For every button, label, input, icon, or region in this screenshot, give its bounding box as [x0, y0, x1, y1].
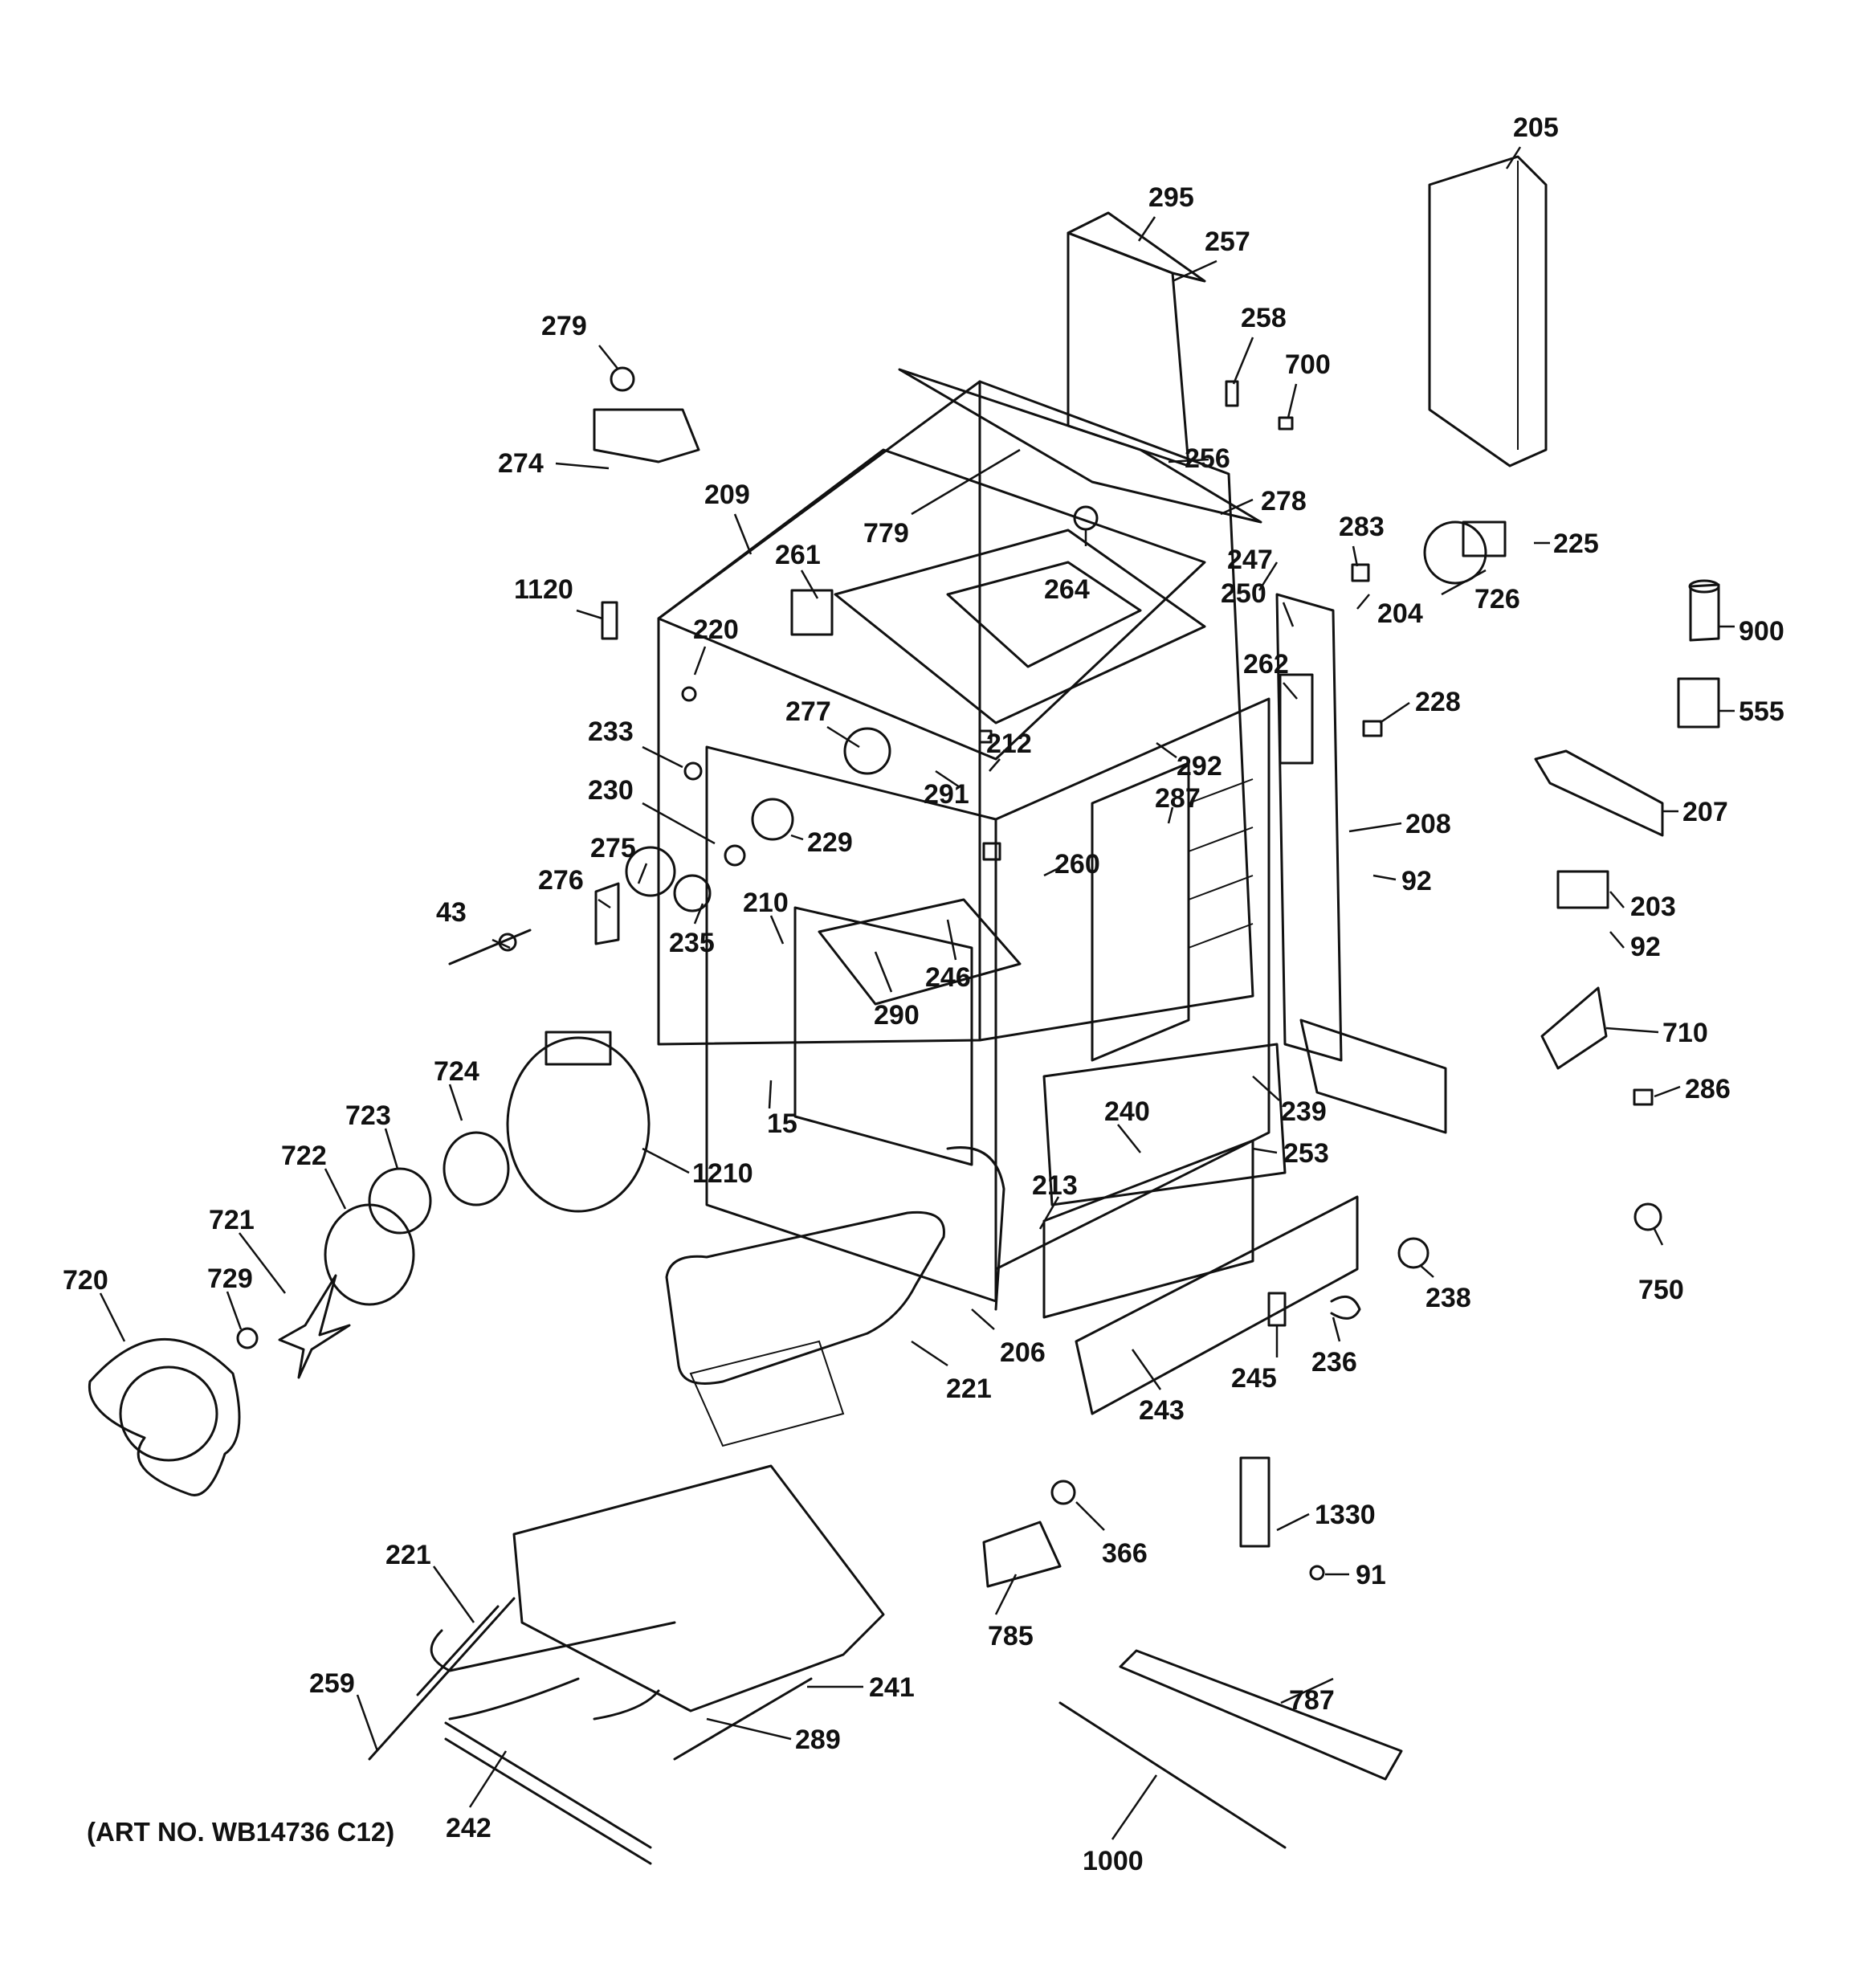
part-label: 233	[588, 716, 634, 747]
left-parts	[88, 366, 1001, 1496]
part-label: 241	[869, 1672, 915, 1703]
part-label: 295	[1148, 182, 1194, 213]
part-label: 92	[1630, 932, 1661, 962]
part-label: 262	[1243, 649, 1289, 680]
part-label: 279	[541, 311, 587, 341]
part-label: 700	[1285, 349, 1331, 380]
part-label: 229	[807, 827, 853, 858]
part-label: 210	[743, 888, 789, 918]
oven-cabinet	[657, 380, 1447, 1415]
part-label: 724	[434, 1056, 479, 1087]
part-label: 723	[345, 1100, 391, 1131]
part-label: 221	[385, 1540, 431, 1570]
part-label: 242	[446, 1813, 491, 1843]
part-label: 209	[704, 480, 750, 510]
part-label: 1000	[1083, 1846, 1144, 1876]
part-label: 787	[1289, 1685, 1335, 1716]
part-label: 366	[1102, 1538, 1148, 1569]
part-label: 276	[538, 865, 584, 896]
part-label: 261	[775, 540, 821, 570]
part-label: 43	[436, 897, 467, 928]
part-label: 275	[590, 833, 636, 863]
part-label: 250	[1221, 578, 1266, 609]
part-label: 243	[1139, 1395, 1185, 1426]
part-label: 290	[874, 1000, 920, 1031]
part-label: 256	[1185, 443, 1230, 474]
vent-duct	[898, 211, 1262, 531]
part-label: 278	[1261, 486, 1307, 516]
part-label: 204	[1377, 598, 1423, 629]
part-label: 1210	[692, 1158, 753, 1189]
part-label: 15	[767, 1108, 797, 1139]
part-labels: 205 295 257 258 700 279 274 256 278 209 …	[63, 112, 1784, 1876]
part-label: 220	[693, 614, 739, 645]
part-label: 260	[1054, 849, 1100, 880]
part-label: 726	[1474, 584, 1520, 614]
part-label: 230	[588, 775, 634, 806]
part-label: 1120	[514, 574, 573, 605]
part-label: 720	[63, 1265, 108, 1296]
part-label: 286	[1685, 1074, 1731, 1104]
part-label: 238	[1425, 1283, 1471, 1313]
part-label: 292	[1177, 751, 1222, 782]
part-label: 91	[1356, 1560, 1386, 1590]
part-label: 247	[1227, 545, 1273, 575]
part-label: 236	[1311, 1347, 1357, 1378]
part-label: 208	[1405, 809, 1451, 839]
part-label: 710	[1662, 1018, 1708, 1048]
part-label: 900	[1739, 616, 1784, 647]
part-label: 240	[1104, 1096, 1150, 1127]
part-label: 245	[1231, 1363, 1277, 1394]
part-label: 287	[1155, 783, 1201, 814]
part-label: 213	[1032, 1170, 1078, 1201]
side-parts	[1225, 155, 1720, 1327]
part-label: 253	[1283, 1138, 1329, 1169]
part-label: 555	[1739, 696, 1784, 727]
part-label: 239	[1281, 1096, 1327, 1127]
part-label: 228	[1415, 687, 1461, 717]
part-label: 257	[1205, 227, 1250, 257]
part-label: 259	[309, 1668, 355, 1699]
part-label: 1330	[1315, 1500, 1376, 1530]
leader-lines	[99, 146, 1735, 1840]
art-number-note: (ART NO. WB14736 C12)	[87, 1817, 395, 1847]
bake-element	[665, 1146, 1005, 1447]
part-label: 235	[669, 928, 715, 958]
part-label: 264	[1044, 574, 1090, 605]
part-label: 729	[207, 1263, 253, 1294]
part-label: 246	[925, 962, 971, 993]
part-label: 291	[924, 779, 969, 810]
part-label: 721	[209, 1205, 255, 1235]
part-label: 258	[1241, 303, 1287, 333]
part-label: 221	[946, 1374, 992, 1404]
part-label: 779	[863, 518, 909, 549]
part-label: 206	[1000, 1337, 1046, 1368]
part-label: 225	[1553, 529, 1599, 559]
part-label: 277	[785, 696, 831, 727]
part-label: 212	[986, 729, 1032, 759]
part-label: 274	[498, 448, 544, 479]
lower-parts	[368, 1456, 1403, 1865]
part-label: 205	[1513, 112, 1559, 143]
part-label: 92	[1401, 866, 1432, 896]
part-label: 289	[795, 1725, 841, 1755]
part-label: 203	[1630, 892, 1676, 922]
part-label: 722	[281, 1141, 327, 1171]
part-label: 785	[988, 1621, 1034, 1651]
part-label: 207	[1682, 797, 1728, 827]
part-label: 750	[1638, 1275, 1684, 1305]
part-label: 283	[1339, 512, 1385, 542]
